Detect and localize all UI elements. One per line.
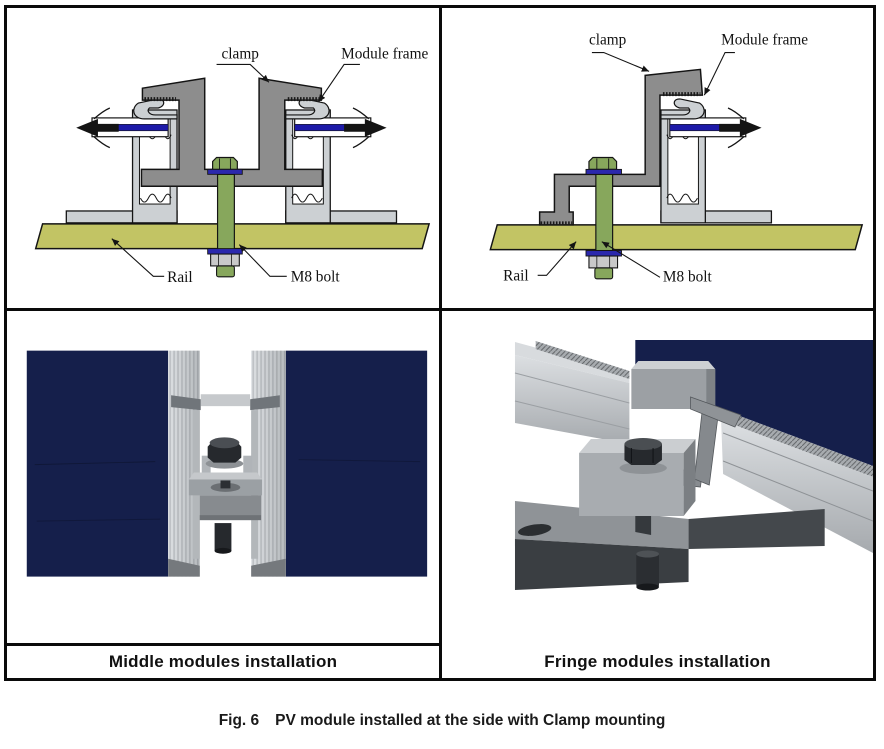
figure-table: clamp Module frame Rail M8 bolt [4, 5, 876, 681]
clamp-label: clamp [222, 45, 260, 62]
bolt-washer-bottom [207, 248, 243, 255]
stud-bottom [214, 547, 232, 554]
clamp-base-top [188, 472, 263, 480]
clamp-leader-line [216, 63, 270, 83]
clamp-flange-right [250, 395, 280, 411]
clamp-wall-left [201, 455, 211, 484]
bolt-washer-top [207, 168, 243, 175]
module-frame-leader-line [317, 63, 360, 103]
figure-title: PV module installed at the side with Cla… [275, 712, 666, 729]
rail-right-section [688, 509, 825, 549]
pv-panel-right [285, 350, 428, 577]
cell-mid-clamp-render [7, 311, 442, 646]
threaded-stud [636, 554, 659, 587]
clamp-flange-left [171, 395, 201, 411]
bolt-nut [210, 253, 240, 267]
frame-bottom-chamfer-right [251, 558, 286, 577]
right-module [285, 98, 398, 224]
m8-bolt-leader-line [238, 244, 287, 277]
end-clamp-3d-render [514, 340, 873, 591]
clamp-upper-block-top [631, 361, 716, 369]
hex-bolt-top [209, 437, 240, 449]
module-frame-label: Module frame [721, 32, 808, 49]
module-frame-leader-line [703, 52, 735, 96]
caption-fringe-modules: Fringe modules installation [442, 646, 873, 678]
caption-fringe-text: Fringe modules installation [544, 652, 771, 671]
cell-mid-clamp-diagram: clamp Module frame Rail M8 bolt [7, 8, 442, 311]
m8-bolt-label: M8 bolt [291, 268, 341, 285]
figure-number: Fig. 6 [218, 712, 260, 729]
rail-leader-line [537, 241, 577, 276]
rail-top-plate [514, 501, 689, 549]
stud-bottom [636, 583, 659, 591]
frame-bottom-chamfer-left [168, 558, 200, 577]
figure-caption: Fig. 6 PV module installed at the side wi… [0, 712, 884, 730]
bolt-hex-head [588, 156, 618, 170]
m8-bolt-leader-line [601, 241, 661, 278]
bolt-shaft [216, 173, 235, 251]
rail-slot-hole [518, 524, 552, 536]
caption-middle-modules: Middle modules installation [7, 646, 442, 678]
cell-end-clamp-render [442, 311, 873, 646]
bolt-washer-bottom [585, 250, 622, 257]
stud-top [636, 550, 659, 558]
clamp-wall-right [243, 455, 253, 484]
clamp-leader-line [591, 52, 650, 72]
module-frame-bar-right [721, 420, 873, 553]
hex-bolt-top [624, 438, 662, 450]
rail-label: Rail [503, 267, 528, 284]
frame-bar-left-top-face [514, 342, 630, 383]
rail-label: Rail [167, 269, 193, 286]
module [660, 98, 773, 224]
bolt-nut [588, 255, 619, 269]
module-frame-label: Module frame [341, 45, 428, 62]
bolt-washer-top [585, 168, 622, 175]
rail [489, 224, 864, 251]
cell-end-clamp-diagram: clamp Module frame Rail M8 bolt [442, 8, 873, 311]
bolt-through-base [220, 480, 231, 489]
clamp-label: clamp [589, 32, 627, 49]
end-clamp-cross-section-diagram: clamp Module frame Rail M8 bolt [489, 32, 864, 285]
clamp-z-flange [690, 396, 742, 428]
left-module [65, 98, 178, 224]
rail-leader-line [111, 238, 165, 277]
threaded-stud [214, 523, 232, 551]
clamp-block-side [683, 439, 696, 516]
m8-bolt-label: M8 bolt [663, 268, 713, 285]
bolt-hex-head [212, 156, 238, 170]
mid-clamp-3d-render [26, 350, 428, 577]
caption-middle-text: Middle modules installation [108, 652, 338, 671]
bolt-shaft [595, 173, 614, 252]
pv-panel-left [26, 350, 169, 577]
bolt-tip [216, 265, 235, 278]
clamp-back-face [200, 394, 251, 407]
mid-clamp-cross-section-diagram: clamp Module frame Rail M8 bolt [34, 45, 431, 286]
bolt-tip [594, 267, 614, 280]
clamp-z-web [694, 408, 719, 486]
